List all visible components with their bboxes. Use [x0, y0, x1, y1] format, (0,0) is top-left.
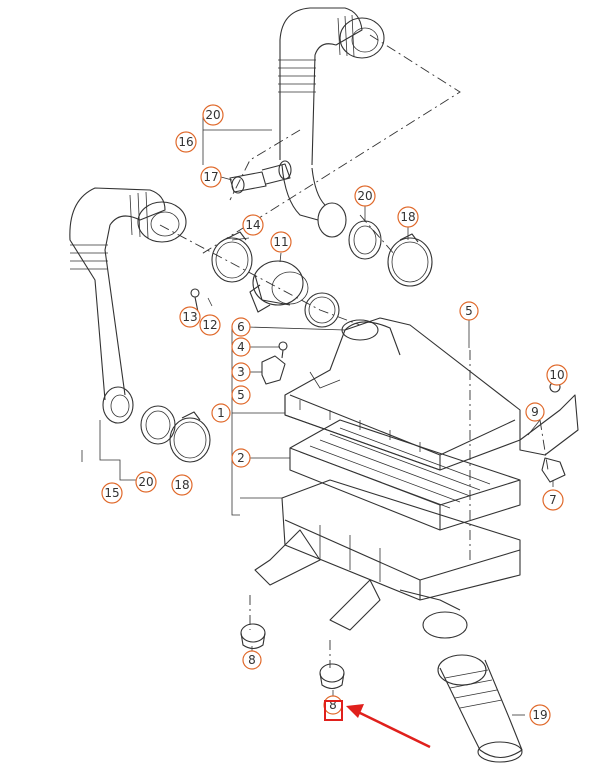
callout-12: 12 [199, 314, 221, 336]
highlight-arrow-head [346, 704, 364, 718]
callout-8: 8 [242, 650, 262, 670]
highlight-box [324, 700, 343, 721]
callout-4: 4 [231, 337, 251, 357]
callout-2: 2 [231, 448, 251, 468]
callout-20: 20 [354, 185, 376, 207]
svg-text:14: 14 [245, 218, 260, 232]
svg-text:9: 9 [531, 405, 539, 419]
svg-text:6: 6 [237, 320, 245, 334]
svg-text:7: 7 [549, 493, 557, 507]
svg-text:16: 16 [178, 135, 193, 149]
callout-8: 8 [323, 695, 343, 715]
svg-text:3: 3 [237, 365, 245, 379]
upper-intake-hose [278, 7, 385, 221]
callout-5: 5 [231, 385, 251, 405]
rubber-mounts [240, 623, 345, 690]
callout-17: 17 [200, 166, 222, 188]
callout-9: 9 [525, 402, 545, 422]
screw-part-13 [190, 288, 213, 313]
svg-text:8: 8 [248, 653, 256, 667]
svg-text:19: 19 [532, 708, 547, 722]
leader-lines [81, 115, 554, 716]
svg-text:20: 20 [138, 475, 153, 489]
sensor-part-17 [229, 160, 292, 194]
callout-14: 14 [242, 214, 264, 236]
callout-7: 7 [542, 489, 564, 511]
callout-10: 10 [546, 364, 568, 386]
callout-15: 15 [101, 482, 123, 504]
svg-text:18: 18 [400, 210, 415, 224]
air-filter-housing-bottom [254, 479, 521, 639]
callout-11: 11 [270, 231, 292, 253]
lower-intake-hose [437, 654, 523, 763]
svg-text:5: 5 [237, 388, 245, 402]
svg-text:12: 12 [202, 318, 217, 332]
highlight-annotation [324, 700, 431, 749]
callout-20: 20 [135, 471, 157, 493]
svg-text:2: 2 [237, 451, 245, 465]
callout-5: 5 [459, 301, 479, 321]
callout-3: 3 [231, 362, 251, 382]
air-filter-element [289, 419, 521, 531]
svg-text:11: 11 [273, 235, 288, 249]
callout-13: 13 [179, 306, 201, 328]
svg-text:20: 20 [205, 108, 220, 122]
svg-text:18: 18 [174, 478, 189, 492]
callout-19: 19 [529, 704, 551, 726]
svg-text:20: 20 [357, 189, 372, 203]
callout-18: 18 [397, 206, 419, 228]
svg-text:15: 15 [104, 486, 119, 500]
air-filter-housing-top [284, 317, 521, 471]
mounting-bracket [519, 381, 579, 483]
callout-6: 6 [231, 317, 251, 337]
callout-16: 16 [175, 131, 197, 153]
callout-20: 20 [202, 104, 224, 126]
svg-text:8: 8 [329, 698, 337, 712]
callout-18: 18 [171, 474, 193, 496]
svg-text:5: 5 [465, 304, 473, 318]
svg-text:10: 10 [549, 368, 564, 382]
svg-text:4: 4 [237, 340, 245, 354]
sensor-part-3 [261, 341, 288, 385]
left-intake-hose [69, 187, 187, 424]
svg-text:13: 13 [182, 310, 197, 324]
svg-text:1: 1 [217, 406, 225, 420]
highlight-arrow-shaft [357, 710, 431, 749]
svg-text:17: 17 [203, 170, 218, 184]
air-mass-meter [249, 260, 309, 313]
callout-1: 1 [211, 403, 231, 423]
